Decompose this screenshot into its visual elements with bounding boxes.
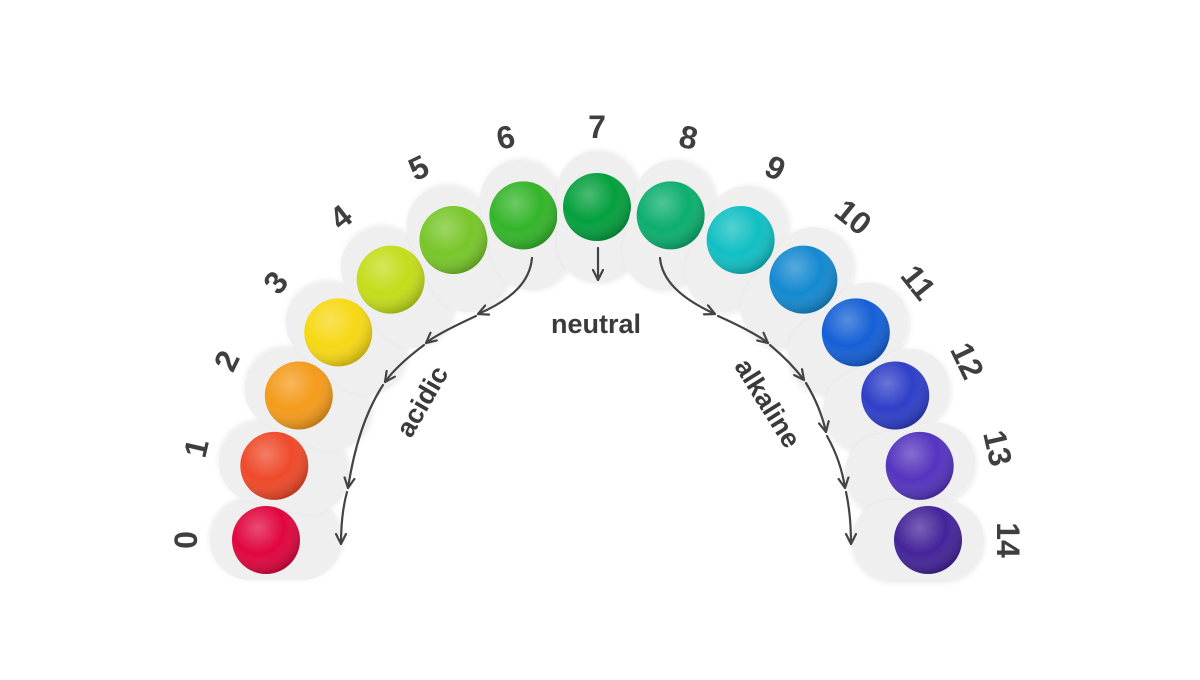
ph-value-label-5: 5: [403, 148, 435, 188]
alkaline-arrow-segment: [716, 314, 770, 345]
ph-circle-shading-13: [885, 431, 954, 500]
ph-circle-shading-14: [894, 506, 962, 574]
acidic-arrow-segment: [424, 314, 478, 345]
acidic-arrow-segment: [476, 256, 534, 314]
ph-value-label-3: 3: [256, 264, 295, 300]
alkaline-arrow-segment: [768, 343, 806, 382]
acidic-arrow-segment: [348, 383, 385, 490]
ph-circle-shading-10: [769, 245, 838, 314]
alkaline-arrow-segment: [804, 381, 826, 434]
ph-value-label-14: 14: [990, 522, 1026, 558]
alkaline-arrows: [658, 256, 851, 546]
acidic-arrows: [341, 256, 534, 546]
alkaline-arrow-segment: [658, 256, 717, 314]
ph-circle-shading-11: [821, 298, 890, 367]
ph-value-label-1: 1: [177, 435, 216, 460]
ph-value-label-6: 6: [493, 118, 518, 157]
ph-value-label-7: 7: [588, 109, 606, 145]
ph-circle-shading-1: [240, 431, 309, 500]
acidic-arrow-segment: [341, 490, 349, 546]
ph-circle-shading-6: [489, 181, 558, 250]
ph-circle-shading-12: [861, 361, 930, 430]
alkaline-arrow-segment: [825, 434, 845, 490]
alkaline-arrow-segment: [844, 490, 851, 546]
ph-value-label-2: 2: [207, 345, 247, 377]
ph-circle-shading-7: [563, 173, 631, 241]
acidic-arrow-segment: [383, 343, 426, 384]
ph-circle-shading-4: [356, 245, 425, 314]
ph-value-label-12: 12: [943, 337, 991, 385]
ph-value-label-4: 4: [323, 197, 360, 236]
ph-value-label-0: 0: [168, 531, 204, 549]
ph-circle-shading-8: [636, 181, 705, 250]
ph-circle-shading-9: [706, 205, 775, 274]
ph-circle-shading-0: [232, 506, 300, 574]
ph-circle-shading-5: [419, 205, 488, 274]
ph-circle-shading-2: [264, 361, 333, 430]
ph-value-label-9: 9: [759, 148, 791, 188]
ph-value-label-13: 13: [976, 427, 1019, 470]
ph-value-label-8: 8: [676, 118, 701, 157]
ph-circle-shading-3: [304, 298, 373, 367]
neutral-label: neutral: [551, 309, 641, 339]
